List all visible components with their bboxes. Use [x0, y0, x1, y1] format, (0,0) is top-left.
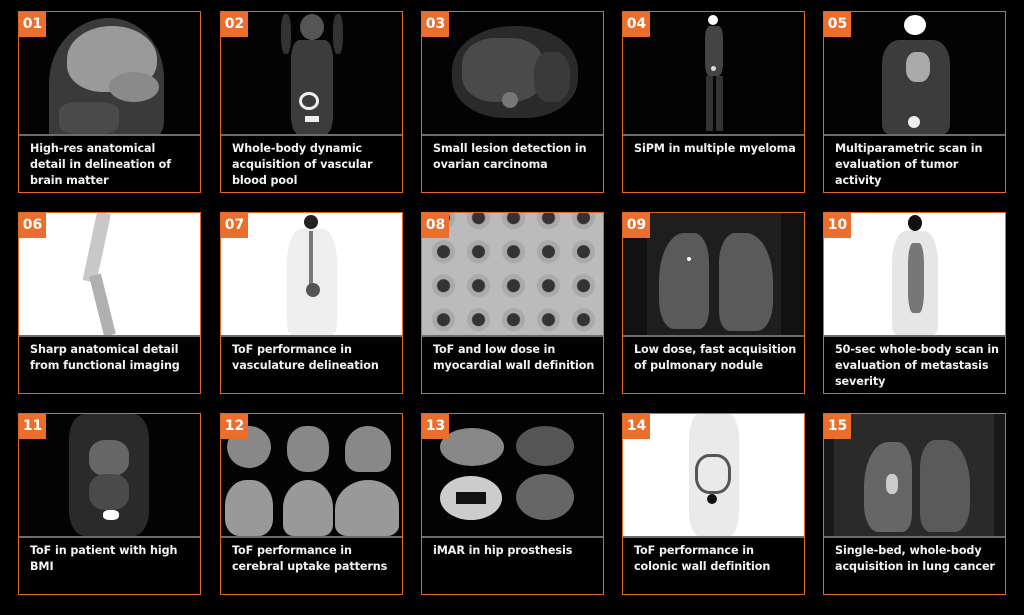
card-divider [221, 134, 402, 136]
case-caption: Small lesion detection in ovarian carcin… [433, 142, 587, 171]
scan-image-brain-mri-views [221, 414, 402, 536]
scan-image-chest-ct-coronal [824, 414, 1005, 536]
card-divider [824, 536, 1005, 538]
card-divider [623, 536, 804, 538]
case-caption: ToF performance in vasculature delineati… [232, 343, 379, 372]
case-number-badge: 08 [422, 213, 449, 238]
scan-image-brain-sagittal [19, 12, 200, 134]
card-divider [422, 335, 603, 337]
case-caption: ToF performance in cerebral uptake patte… [232, 544, 388, 573]
case-caption: Single-bed, whole-body acquisition in lu… [835, 544, 995, 573]
case-card-07[interactable]: 07 ToF performance in vasculature deline… [220, 212, 403, 394]
case-card-01[interactable]: 01 High-res anatomical detail in delinea… [18, 11, 201, 193]
scan-image-torso-pet [824, 12, 1005, 134]
case-caption: Low dose, fast acquisition of pulmonary … [634, 343, 797, 372]
scan-image-lungs-coronal [623, 213, 804, 335]
case-card-02[interactable]: 02 Whole-body dynamic acquisition of vas… [220, 11, 403, 193]
case-caption: Whole-body dynamic acquisition of vascul… [232, 142, 373, 187]
card-divider [19, 536, 200, 538]
scan-image-high-bmi-pet [19, 414, 200, 536]
card-divider [19, 134, 200, 136]
case-caption: Multiparametric scan in evaluation of tu… [835, 142, 983, 187]
case-number-badge: 04 [623, 12, 650, 37]
case-number-badge: 06 [19, 213, 46, 238]
case-card-04[interactable]: 04 SiPM in multiple myeloma [622, 11, 805, 193]
scan-image-leg-bone [19, 213, 200, 335]
card-divider [19, 335, 200, 337]
scan-image-vasculature-mip [221, 213, 402, 335]
case-caption: ToF and low dose in myocardial wall defi… [433, 343, 595, 372]
card-divider [422, 536, 603, 538]
case-number-badge: 14 [623, 414, 650, 439]
case-number-badge: 11 [19, 414, 46, 439]
case-number-badge: 02 [221, 12, 248, 37]
case-number-badge: 09 [623, 213, 650, 238]
scan-image-colon-mip [623, 414, 804, 536]
case-caption: 50-sec whole-body scan in evaluation of … [835, 343, 999, 388]
scan-image-whole-body-mip [623, 12, 804, 134]
card-divider [221, 536, 402, 538]
case-card-08[interactable]: 08 ToF and low dose in myocardial wall d… [421, 212, 604, 394]
case-caption: ToF in patient with high BMI [30, 544, 178, 573]
case-caption: iMAR in hip prosthesis [433, 544, 573, 557]
case-card-05[interactable]: 05 Multiparametric scan in evaluation of… [823, 11, 1006, 193]
scan-image-abdomen-axial [422, 12, 603, 134]
case-card-14[interactable]: 14 ToF performance in colonic wall defin… [622, 413, 805, 595]
case-card-13[interactable]: 13 iMAR in hip prosthesis [421, 413, 604, 595]
case-number-badge: 15 [824, 414, 851, 439]
case-card-11[interactable]: 11 ToF in patient with high BMI [18, 413, 201, 595]
case-number-badge: 10 [824, 213, 851, 238]
scan-image-metastasis-mip [824, 213, 1005, 335]
card-divider [422, 134, 603, 136]
case-caption: High-res anatomical detail in delineatio… [30, 142, 172, 187]
case-number-badge: 12 [221, 414, 248, 439]
scan-image-hip-prosthesis [422, 414, 603, 536]
case-caption: ToF performance in colonic wall definiti… [634, 544, 771, 573]
card-divider [824, 134, 1005, 136]
card-divider [623, 134, 804, 136]
case-card-15[interactable]: 15 Single-bed, whole-body acquisition in… [823, 413, 1006, 595]
case-number-badge: 13 [422, 414, 449, 439]
scan-image-cardiac-grid [422, 213, 603, 335]
case-number-badge: 03 [422, 12, 449, 37]
case-caption: Sharp anatomical detail from functional … [30, 343, 180, 372]
card-divider [824, 335, 1005, 337]
case-card-10[interactable]: 10 50-sec whole-body scan in evaluation … [823, 212, 1006, 394]
card-divider [623, 335, 804, 337]
case-number-badge: 07 [221, 213, 248, 238]
case-card-06[interactable]: 06 Sharp anatomical detail from function… [18, 212, 201, 394]
case-number-badge: 01 [19, 12, 46, 37]
scan-image-whole-body-pet [221, 12, 402, 134]
case-caption: SiPM in multiple myeloma [634, 142, 796, 155]
case-card-09[interactable]: 09 Low dose, fast acquisition of pulmona… [622, 212, 805, 394]
card-divider [221, 335, 402, 337]
case-card-12[interactable]: 12 ToF performance in cerebral uptake pa… [220, 413, 403, 595]
case-number-badge: 05 [824, 12, 851, 37]
case-card-03[interactable]: 03 Small lesion detection in ovarian car… [421, 11, 604, 193]
